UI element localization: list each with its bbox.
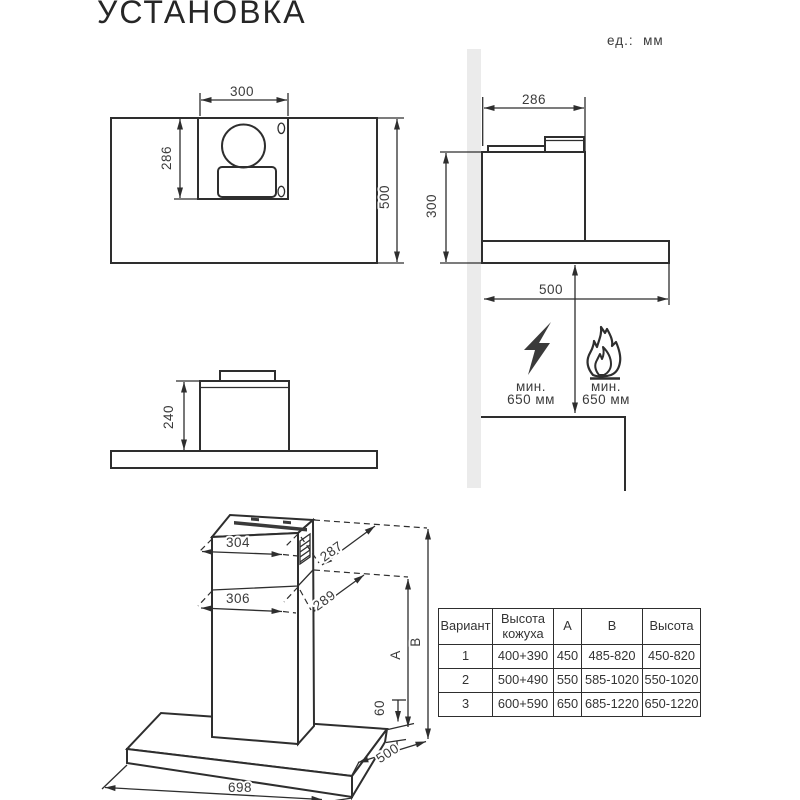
col-header: Вариант	[438, 608, 493, 645]
dim-label: 300	[424, 194, 439, 218]
table-row: 2 500+490 550 585-1020 550-1020	[438, 668, 701, 693]
col-header: A	[553, 608, 582, 645]
clearance-block: мин. 650 мм мин. 650 мм	[505, 322, 631, 409]
table-row: 3 600+590 650 685-1220 650-1220	[438, 692, 701, 717]
top-grille	[234, 521, 307, 532]
side-vent-grille	[299, 532, 311, 566]
table-header-row: Вариант Высота кожуха A B Высота	[438, 608, 701, 645]
dim-label: 289	[310, 587, 338, 613]
mount-bracket	[544, 136, 585, 153]
screw-slot	[277, 185, 286, 198]
flame-icon	[586, 325, 622, 380]
dim-label: 286	[522, 92, 546, 107]
cell: 450-820	[642, 644, 701, 669]
hood-body	[481, 240, 670, 264]
duct-joint-line	[211, 569, 314, 591]
variants-table: Вариант Высота кожуха A B Высота 1 400+3…	[438, 608, 701, 717]
dim-label: 287	[317, 538, 345, 564]
isometric-view-diagram: 304 306 287 289 A B 60 500	[101, 513, 431, 800]
electric-clearance-value: 650 мм	[507, 392, 555, 407]
cell: 600+590	[492, 692, 554, 717]
col-header: Высота	[642, 608, 701, 645]
dim-label: 300	[230, 84, 254, 99]
cell: 685-1220	[581, 692, 643, 717]
cutout-slot	[217, 166, 277, 198]
cell: 1	[438, 644, 493, 669]
cell: 485-820	[581, 644, 643, 669]
mount-bracket	[219, 370, 276, 382]
dim-label: 500	[539, 282, 563, 297]
col-header: Высота кожуха	[492, 608, 554, 645]
cell: 400+390	[492, 644, 554, 669]
dim-label: 60	[372, 700, 387, 716]
screw-slot	[277, 122, 286, 135]
dim-label: 240	[161, 405, 176, 429]
top-view-diagram: 300 286 500	[110, 82, 404, 264]
duct-cover	[481, 151, 586, 242]
gas-clearance-label: мин.	[591, 379, 621, 394]
table-row: 1 400+390 450 485-820 450-820	[438, 644, 701, 669]
cell: 500+490	[492, 668, 554, 693]
hood-body	[110, 450, 378, 469]
mount-plate	[487, 145, 548, 153]
wall	[467, 49, 481, 488]
dim-label: 304	[226, 535, 250, 550]
dim-label: B	[408, 637, 423, 647]
cell: 650	[553, 692, 582, 717]
electric-clearance-label: мин.	[516, 379, 546, 394]
side-view-diagram: 300 286 500	[422, 49, 670, 491]
cooktop-outline	[481, 416, 626, 491]
cell: 450	[553, 644, 582, 669]
gas-clearance-value: 650 мм	[582, 392, 630, 407]
cell: 585-1020	[581, 668, 643, 693]
cell: 3	[438, 692, 493, 717]
cell: 550-1020	[642, 668, 701, 693]
col-header: B	[581, 608, 643, 645]
dim-label: 500	[377, 185, 392, 209]
dim-label: 286	[159, 146, 174, 170]
dim-label: 698	[228, 780, 252, 795]
dim-label: A	[388, 650, 403, 660]
front-view-diagram: 240	[110, 370, 378, 469]
units-label: ед.: мм	[607, 33, 664, 48]
cell: 650-1220	[642, 692, 701, 717]
lightning-icon	[524, 322, 551, 375]
dim-label: 306	[226, 591, 250, 606]
page-title: УСТАНОВКА	[97, 0, 307, 30]
cell: 550	[553, 668, 582, 693]
cell: 2	[438, 668, 493, 693]
duct-cover	[199, 380, 290, 452]
